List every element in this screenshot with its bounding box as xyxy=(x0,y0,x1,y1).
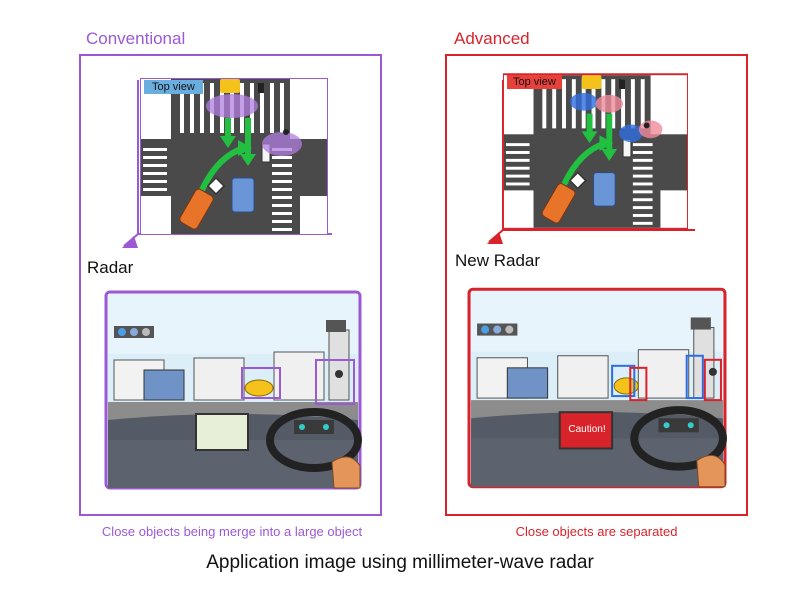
conventional-caption: Close objects being merge into a large o… xyxy=(101,524,363,539)
conventional-heading: Conventional xyxy=(86,29,186,48)
merged-detection-box xyxy=(315,359,355,405)
advanced-driver-view xyxy=(467,287,727,489)
right-turn-arrow-icon xyxy=(599,135,614,152)
separated-box-red xyxy=(629,366,648,402)
pedestrian-icon xyxy=(335,370,343,378)
ego-car-icon xyxy=(541,183,576,224)
advanced-radar-label: New Radar xyxy=(455,251,541,270)
advanced-topview-illustration xyxy=(503,73,688,230)
oncoming-car-icon xyxy=(613,377,639,395)
blue-car-icon xyxy=(231,177,255,213)
blue-car-icon xyxy=(593,172,616,207)
steering-wheel-icon xyxy=(630,406,727,471)
conventional-panel xyxy=(79,54,382,516)
page-title: Application image using millimeter-wave … xyxy=(206,552,594,573)
conventional-topview-illustration xyxy=(140,78,328,235)
conventional-radar-label: Radar xyxy=(87,258,134,277)
steering-wheel-icon xyxy=(266,408,362,472)
pedestrian-icon xyxy=(283,129,289,135)
oncoming-car-icon xyxy=(220,79,240,93)
right-turn-arrow-icon xyxy=(238,140,252,156)
separated-box-blue xyxy=(611,364,636,398)
advanced-heading: Advanced xyxy=(454,29,530,48)
conventional-dash-display xyxy=(195,413,249,451)
advanced-panel xyxy=(445,54,748,516)
ego-car-icon xyxy=(179,188,214,230)
oncoming-car-icon xyxy=(581,75,602,90)
conventional-top-view-label: Top view xyxy=(144,80,203,94)
advanced-radar-marker-icon xyxy=(487,232,503,244)
separated-detection-red-icon xyxy=(595,94,624,113)
driver-hand-icon xyxy=(696,454,726,488)
conventional-radar-marker-icon xyxy=(122,236,138,248)
advanced-caption: Close objects are separated xyxy=(515,524,678,539)
separated-detection-blue-icon xyxy=(569,92,598,111)
pedestrian-icon xyxy=(643,122,650,129)
merged-radar-detection-icon xyxy=(206,94,258,118)
advanced-top-view-label: Top view xyxy=(507,75,562,89)
caution-warning: Caution! xyxy=(568,424,606,435)
pedestrian-icon xyxy=(708,367,717,376)
advanced-dash-display xyxy=(558,411,614,450)
driver-hand-icon xyxy=(331,456,361,489)
oncoming-car-icon xyxy=(244,379,274,397)
conventional-driver-view xyxy=(104,290,362,490)
